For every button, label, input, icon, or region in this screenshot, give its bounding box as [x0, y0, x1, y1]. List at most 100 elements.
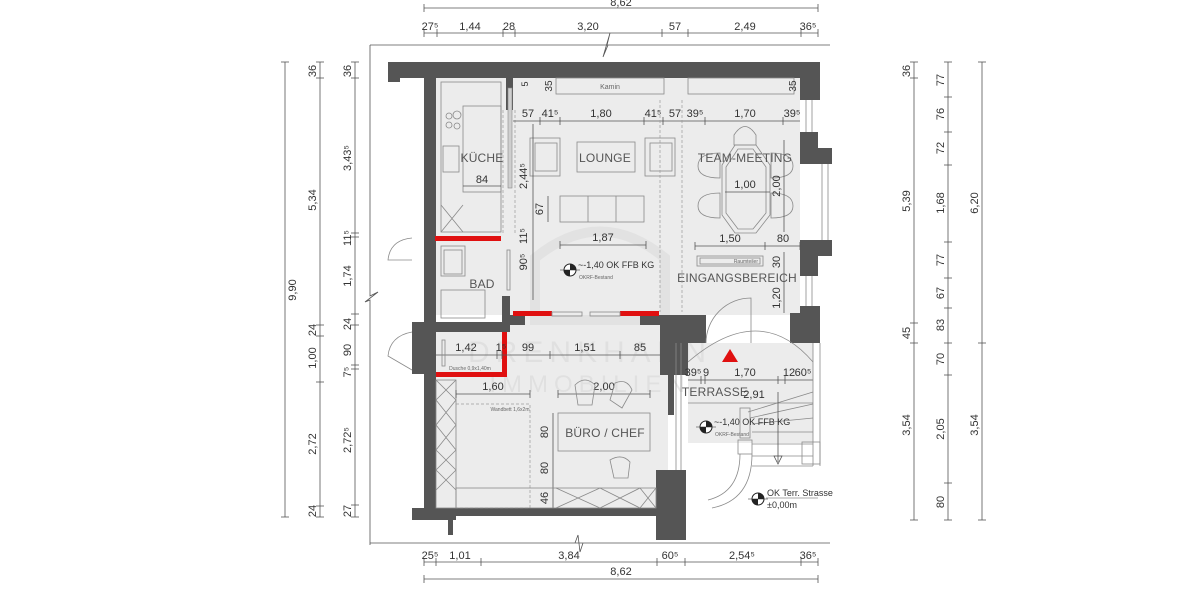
dim-label: 36⁵ [800, 550, 817, 562]
watermark-line2: IMMOBILIEN [489, 371, 690, 398]
dim-label: 70 [935, 353, 947, 365]
level-marker-icon [748, 492, 768, 506]
dim-label: 12 [783, 367, 795, 379]
dim-label: 85 [634, 342, 646, 354]
level-note-street: ±0,00m [767, 500, 797, 510]
room-bath: BAD [387, 237, 511, 371]
dim-label: 3,54 [901, 414, 913, 435]
dim-label: 25⁵ [422, 550, 439, 562]
fireplace-label: Kamin [600, 84, 620, 91]
dim-label: 1,20 [771, 287, 783, 308]
room-label-office: BÜRO / CHEF [565, 426, 645, 440]
dim-label: 90 [342, 344, 354, 356]
dim-label: 1,68 [935, 192, 947, 213]
level-marker-icon [560, 263, 580, 277]
exterior-door-lower[interactable] [387, 331, 413, 371]
level-value-street: OK Terr. Strasse [767, 488, 833, 498]
dim-label: 30 [771, 256, 783, 268]
dim-label: 41⁵ [542, 108, 559, 120]
dim-label: 6,20 [969, 192, 981, 213]
room-terrace: 39⁵ 9 1,70 12 60⁵ TERRASSE 2,91 [675, 100, 833, 510]
dim-label: 80 [935, 496, 947, 508]
dim-label: 80 [539, 426, 551, 438]
dim-label: 24 [307, 505, 319, 517]
dim-label: 2,91 [743, 389, 764, 401]
dim-label: 36 [342, 65, 354, 77]
dim-label: 2,00 [771, 175, 783, 196]
dim-label: 27⁵ [422, 21, 439, 33]
dim-label: 1,01 [449, 550, 470, 562]
dim-label: 90⁵ [518, 254, 530, 271]
dim-label: 1,00 [734, 179, 755, 191]
dim-label: 39⁵ [784, 108, 801, 120]
entrance-door[interactable] [705, 297, 752, 344]
dim-label: 1,42 [455, 342, 476, 354]
dim-label: 46 [539, 492, 551, 504]
dim-label: 1,74 [342, 265, 354, 286]
dim-label: 36 [307, 65, 319, 77]
room-label-terrace: TERRASSE [682, 385, 748, 399]
dim-label: 60⁵ [795, 367, 812, 379]
dim-label: 2,72 [307, 433, 319, 454]
dim-label: 35 [788, 80, 799, 92]
dim-label: 83 [935, 319, 947, 331]
dim-label: 77 [935, 74, 947, 86]
dim-label: 35 [544, 80, 555, 92]
room-divider-label: Raumteiler [734, 259, 759, 265]
new-wall-markers [435, 236, 738, 377]
dim-label: 2,49 [734, 21, 755, 33]
dim-label: 1,80 [590, 108, 611, 120]
dim-label: 1,50 [719, 233, 740, 245]
dim-label: 3,84 [558, 550, 579, 562]
room-label-bath: BAD [469, 277, 494, 291]
dim-label: 1,51 [574, 342, 595, 354]
dim-label: 45 [901, 327, 913, 339]
dim-label: 3,20 [577, 21, 598, 33]
dim-label: 5 [520, 81, 530, 86]
exterior-door-upper[interactable] [387, 237, 413, 261]
dim-label: 5,34 [307, 189, 319, 210]
dimension-right: 36 5,39 45 3,54 77 76 72 1,68 77 67 83 7… [901, 61, 986, 521]
dim-label: 28 [503, 21, 515, 33]
dim-label: 72 [935, 142, 947, 154]
staircase[interactable] [687, 330, 821, 509]
room-kitchen: KÜCHE 84 [440, 81, 516, 235]
dim-label: 1,00 [307, 347, 319, 368]
room-label-team-meeting: TEAM-MEETING [698, 151, 792, 165]
dim-label: 1,44 [459, 21, 480, 33]
level-value-terrace: ~-1,40 OK FFB KG [714, 417, 790, 427]
dim-label: 60⁵ [662, 550, 679, 562]
room-office: Wandbett 1,6x2m 1,60 BÜRO / CHEF 2,00 80… [435, 379, 657, 509]
dim-label: 2,72⁵ [342, 427, 354, 453]
dim-label: 99 [522, 342, 534, 354]
dim-label: 1,60 [482, 381, 503, 393]
shower-label: Dusche 0,9x1,40m [449, 366, 491, 372]
dim-label: 2,44⁵ [518, 163, 530, 189]
dimension-bottom: 25⁵ 1,01 3,84 60⁵ 2,54⁵ 36⁵ 8,62 [370, 534, 830, 583]
dim-label: 11⁵ [342, 230, 354, 246]
room-lounge: Kamin 35 5 57 41⁵ 1,80 41⁵ 57 LOUNGE 67 … [513, 77, 682, 317]
dim-label: 36 [901, 65, 913, 77]
dim-label: 80 [777, 233, 789, 245]
wall-bed-label: Wandbett 1,6x2m [490, 407, 529, 413]
dim-label: 1,87 [592, 232, 613, 244]
dim-label: 1⁵ [496, 342, 507, 354]
hall-dimensions: 1,42 1⁵ 99 1,51 85 Dusche 0,9x1,40m [436, 339, 660, 372]
level-note-terrace: OKRF-Bestand [715, 432, 749, 438]
dimension-top: 8,62 27⁵ 1,44 28 3,20 57 2,49 36⁵ [370, 0, 830, 58]
dim-label: 36⁵ [800, 21, 817, 33]
dim-label: 27 [342, 505, 354, 517]
dim-label: 77 [935, 254, 947, 266]
level-note-lounge: OKRF-Bestand [579, 275, 613, 281]
dim-label: 11⁵ [518, 228, 530, 244]
dim-label: 24 [307, 324, 319, 336]
dim-label: 5,39 [901, 190, 913, 211]
floors [436, 78, 813, 508]
dim-label: 41⁵ [645, 108, 662, 120]
dim-label: 3,43⁵ [342, 145, 354, 171]
dim-label: 7⁵ [342, 367, 354, 378]
room-team-meeting: 35 39⁵ 1,70 39⁵ TEAM-MEETING 1,00 2,00 1… [682, 77, 801, 250]
dim-top-total: 8,62 [610, 0, 631, 9]
dim-label: 2,05 [935, 418, 947, 439]
